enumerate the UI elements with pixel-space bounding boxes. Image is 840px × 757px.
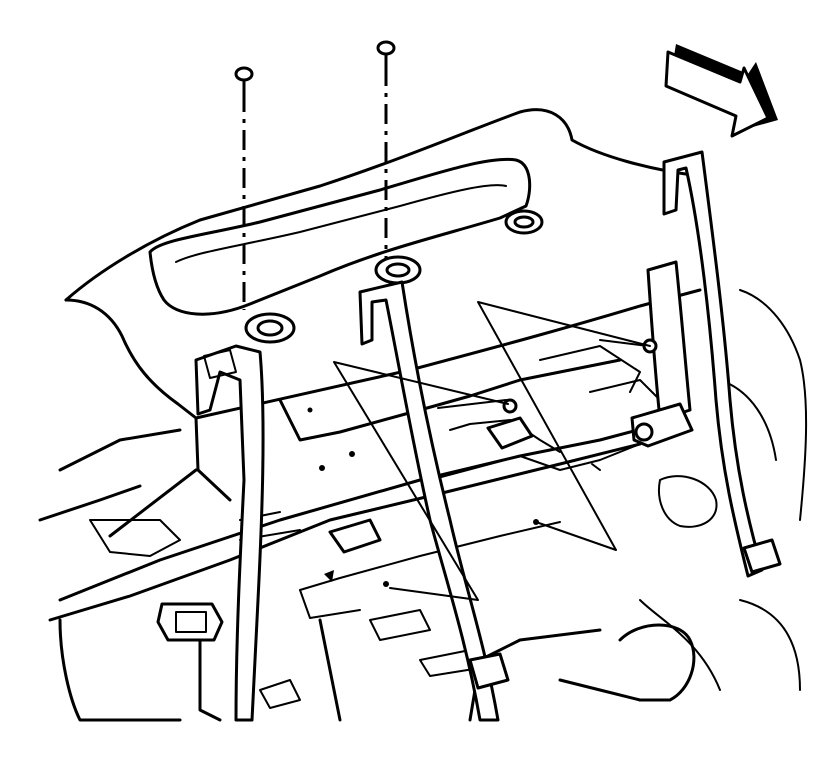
push-pin-fastener-right (376, 40, 396, 262)
seat-belt-retractor-right (630, 260, 694, 448)
callout-leader-group-2 (477, 301, 651, 551)
seat-belt-left (156, 344, 265, 722)
anchor-bracket-center (486, 416, 534, 450)
anchor-bolts (307, 338, 658, 587)
front-direction-arrow-icon (664, 44, 778, 138)
rear-shelf-panel (64, 108, 702, 420)
seat-belt-right (662, 150, 782, 578)
belt-guide-bezel-right (504, 209, 544, 235)
belt-guide-bezel-left (244, 312, 296, 344)
seat-belt-center (328, 280, 510, 722)
belt-guide-bezel-center (374, 255, 422, 285)
callout-leader-group-1 (333, 361, 509, 601)
push-pin-fastener-left (234, 66, 254, 310)
floor-pan (38, 289, 808, 722)
